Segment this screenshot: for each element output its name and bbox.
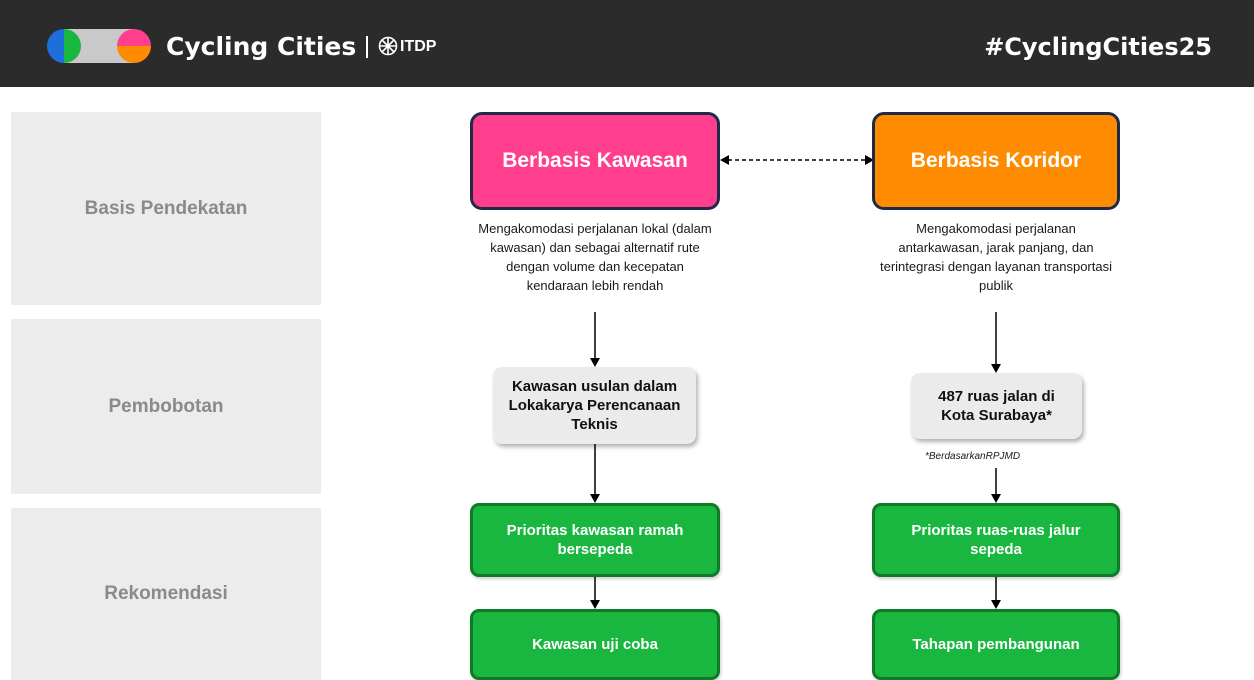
koridor-final-box: Tahapan pembangunan: [872, 609, 1120, 680]
itdp-logo-icon: [378, 36, 398, 56]
cycling-cities-logo-icon: [47, 29, 151, 63]
kawasan-weighting-text: Kawasan usulan dalam Lokakarya Perencana…: [508, 378, 681, 433]
connector-right-3: [991, 577, 1001, 609]
kawasan-priority-box: Prioritas kawasan ramah bersepeda: [470, 503, 720, 577]
kawasan-approach-title: Berbasis Kawasan: [502, 149, 688, 172]
header-bar: Cycling Cities ITDP #CyclingCities25: [0, 0, 1254, 87]
kawasan-weighting-box: Kawasan usulan dalam Lokakarya Perencana…: [493, 367, 696, 444]
koridor-weighting-text: 487 ruas jalan di Kota Surabaya*: [938, 388, 1055, 424]
itdp-name: ITDP: [400, 38, 437, 55]
koridor-priority-box: Prioritas ruas-ruas jalur sepeda: [872, 503, 1120, 577]
kawasan-approach-box: Berbasis Kawasan: [470, 112, 720, 210]
koridor-final-text: Tahapan pembangunan: [912, 636, 1080, 653]
connector-left-1: [590, 312, 600, 367]
koridor-priority-text: Prioritas ruas-ruas jalur sepeda: [911, 522, 1081, 558]
hashtag-text: #CyclingCities25: [984, 33, 1212, 61]
dashed-bidirectional-connector: [720, 155, 874, 165]
row-label-basis: Basis Pendekatan: [11, 112, 321, 305]
rpjmd-footnote: *BerdasarkanRPJMD: [925, 451, 1021, 462]
brand-name: Cycling Cities: [166, 32, 357, 61]
kawasan-final-text: Kawasan uji coba: [532, 636, 658, 653]
header-divider: [366, 36, 368, 58]
connector-left-3: [590, 577, 600, 609]
row-label-recommendation: Rekomendasi: [11, 508, 321, 680]
kawasan-priority-text: Prioritas kawasan ramah bersepeda: [506, 522, 684, 558]
koridor-approach-title: Berbasis Koridor: [910, 149, 1082, 172]
kawasan-description: Mengakomodasi perjalanan lokal (dalam ka…: [478, 221, 712, 293]
connector-left-2: [590, 444, 600, 503]
koridor-weighting-box: 487 ruas jalan di Kota Surabaya*: [911, 373, 1082, 439]
kawasan-final-box: Kawasan uji coba: [470, 609, 720, 680]
koridor-approach-box: Berbasis Koridor: [872, 112, 1120, 210]
connector-right-2: [991, 468, 1001, 503]
connector-right-1: [991, 312, 1001, 373]
row-label-weighting: Pembobotan: [11, 319, 321, 494]
koridor-description: Mengakomodasi perjalanan antarkawasan, j…: [880, 221, 1112, 293]
